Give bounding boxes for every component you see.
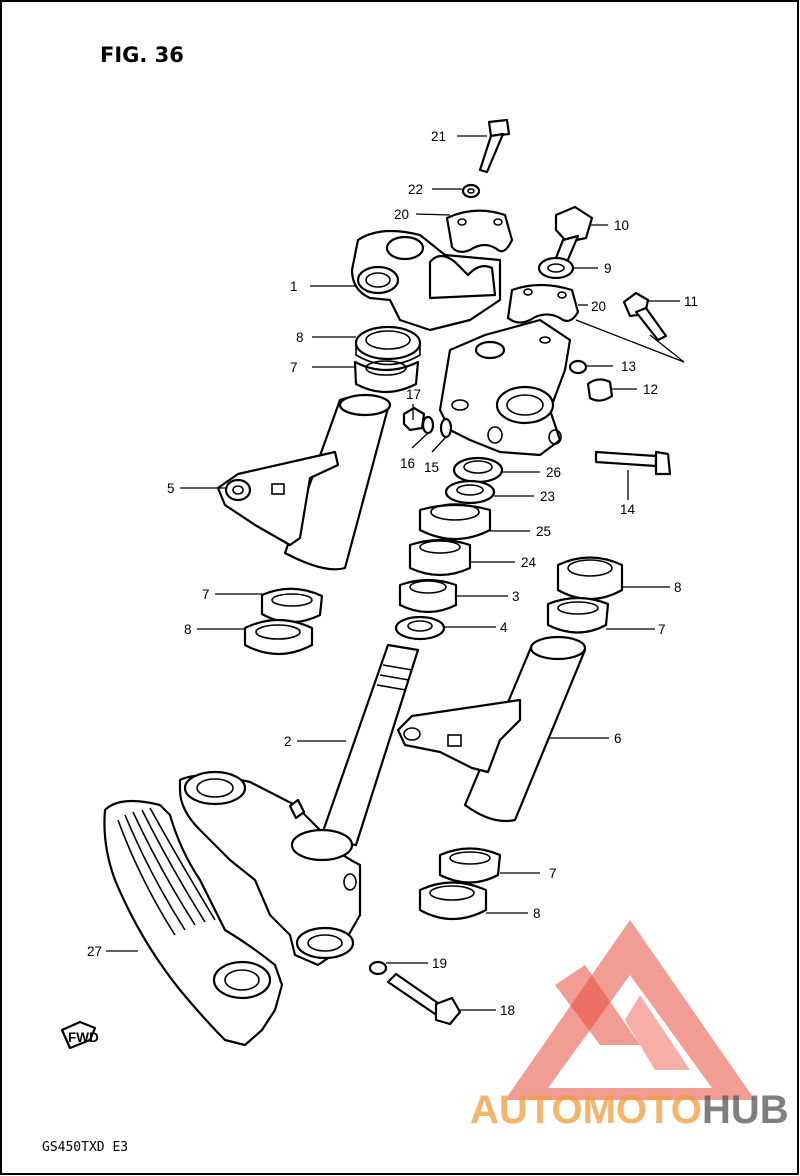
part-7-bearing-lower	[438, 847, 502, 884]
part-17-nut	[402, 406, 426, 432]
part-8-dust-seal-right	[556, 556, 624, 600]
callout-15: 15	[424, 460, 439, 475]
part-19-washer	[368, 960, 388, 976]
part-8-dust-seal-lower	[418, 881, 488, 920]
callout-20-lower: 20	[591, 299, 606, 314]
callout-8-upper-left: 8	[296, 330, 304, 345]
part-1-upper-bracket	[350, 229, 502, 332]
callout-7-lower: 7	[549, 866, 557, 881]
callout-13: 13	[621, 359, 636, 374]
part-20-handlebar-holder-lower	[506, 283, 580, 324]
part-7-bearing-upper-left	[353, 360, 420, 394]
callout-3: 3	[512, 589, 520, 604]
callout-16: 16	[400, 456, 415, 471]
part-6-headlight-bracket-right	[396, 635, 587, 823]
part-2-steering-stem	[178, 643, 420, 967]
callout-27: 27	[87, 944, 102, 959]
watermark-logo: AUTOMOTO HUB	[470, 920, 789, 1132]
part-11-bolt	[622, 291, 668, 342]
part-20-handlebar-holder-upper	[445, 209, 514, 254]
callout-10: 10	[614, 218, 629, 233]
callout-19: 19	[432, 956, 447, 971]
part-18-bolt	[386, 972, 462, 1026]
callout-17: 17	[406, 387, 421, 402]
fwd-arrow-icon: FWD	[60, 1020, 99, 1050]
part-23-lock-washer	[444, 479, 496, 505]
part-14-bolt	[594, 450, 672, 476]
callout-11: 11	[684, 294, 698, 309]
callout-22: 22	[408, 182, 423, 197]
part-3-dust-seal	[398, 578, 458, 614]
fwd-arrow-label: FWD	[68, 1030, 99, 1045]
callout-18: 18	[500, 1003, 515, 1018]
callout-5: 5	[167, 481, 175, 496]
callout-1: 1	[290, 279, 298, 294]
part-15-washer	[439, 417, 453, 439]
callout-9: 9	[604, 261, 612, 276]
callout-20-upper: 20	[394, 207, 409, 222]
part-4-bearing	[394, 615, 446, 641]
callout-8-right: 8	[674, 580, 682, 595]
callout-7-right: 7	[658, 622, 666, 637]
part-26-stem-nut	[452, 456, 504, 484]
callout-21: 21	[431, 129, 446, 144]
figure-title: FIG. 36	[100, 43, 184, 67]
part-24-seal	[408, 538, 472, 577]
part-12-cap-nut	[586, 378, 614, 402]
part-5-headlight-bracket-left	[216, 393, 392, 571]
callout-2: 2	[284, 734, 292, 749]
watermark-text-automoto: AUTOMOTO	[470, 1088, 702, 1132]
callout-25: 25	[536, 524, 551, 539]
part-bracket-body	[438, 318, 572, 457]
callout-12: 12	[643, 382, 658, 397]
callout-8-lower: 8	[533, 906, 541, 921]
part-16-washer	[421, 415, 435, 435]
callout-8-left: 8	[184, 622, 192, 637]
callout-7-upper-left: 7	[290, 360, 298, 375]
callout-14: 14	[620, 502, 636, 517]
callout-7-left: 7	[202, 587, 210, 602]
part-13-nut	[568, 359, 588, 375]
part-25-stem-nut	[418, 503, 492, 540]
callout-6: 6	[614, 731, 622, 746]
leader-lines	[106, 135, 685, 1011]
part-7-bearing-left	[260, 587, 324, 624]
callout-26: 26	[546, 465, 561, 480]
callout-labels: 21 22 20 10 9 20 11 1 8 7 13 12 17 16 15…	[87, 129, 698, 1018]
part-9-washer	[537, 256, 575, 280]
part-22-washer	[461, 183, 481, 199]
part-7-bearing-right	[546, 596, 610, 634]
part-27-front-cover	[103, 799, 284, 1047]
callout-4: 4	[500, 620, 508, 635]
watermark-text-hub: HUB	[702, 1088, 789, 1132]
part-8-dust-seal-upper-left	[354, 325, 422, 366]
part-10-bolt	[554, 205, 594, 264]
model-caption: GS450TXD E3	[42, 1140, 128, 1155]
part-21-bolt	[478, 118, 511, 174]
part-8-dust-seal-left	[243, 618, 314, 655]
callout-23: 23	[540, 489, 555, 504]
callout-24: 24	[521, 555, 537, 570]
